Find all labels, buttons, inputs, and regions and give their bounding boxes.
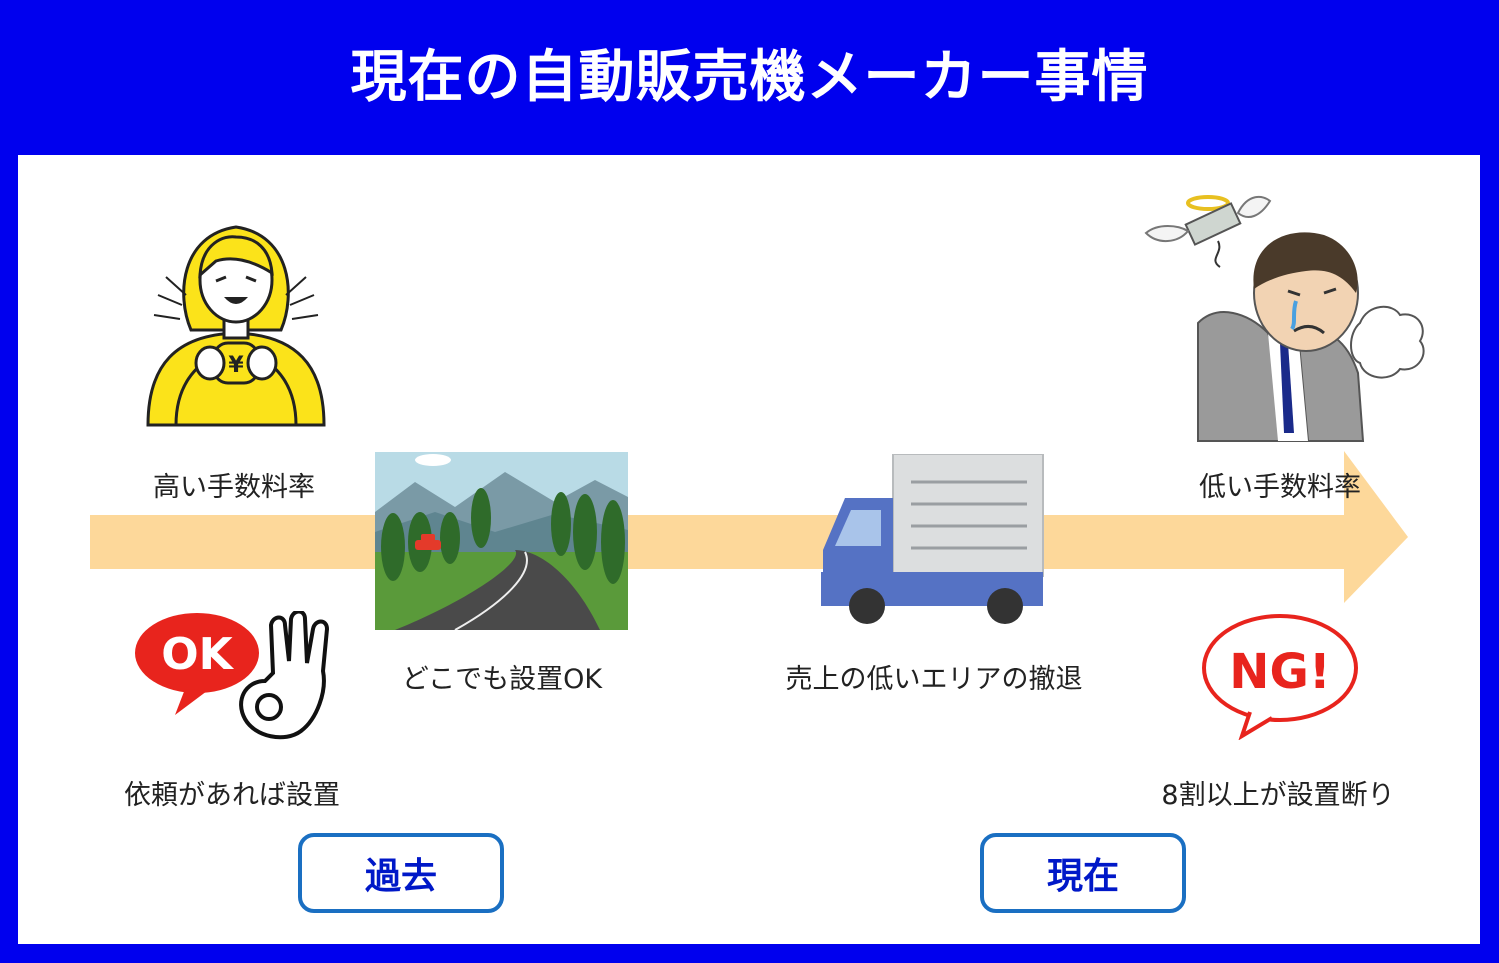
svg-text:NG!: NG! [1229,644,1330,700]
label-withdraw-low-sales: 売上の低いエリアの撤退 [785,664,1083,695]
ok-hand-icon: OK [135,611,330,740]
page-title: 現在の自動販売機メーカー事情 [350,45,1149,110]
present-button[interactable]: 現在 [980,833,1186,913]
svg-text:OK: OK [161,629,234,680]
flying-money-icon [1144,195,1272,268]
past-button[interactable]: 過去 [298,833,504,913]
woman-happy-icon: ¥ [146,225,326,427]
sad-man-icon [1144,195,1425,442]
road-landscape-icon [375,452,628,630]
label-high-commission: 高い手数料率 [153,472,315,503]
content-panel: ¥ 高い手数料率 OK 依頼があれば設置 [18,155,1480,944]
svg-text:¥: ¥ [228,353,244,378]
label-low-commission: 低い手数料率 [1199,472,1361,503]
label-install-on-request: 依頼があれば設置 [124,780,340,811]
truck-icon [821,454,1044,624]
ng-bubble-icon: NG! [1202,614,1358,740]
label-80pct-rejected: 8割以上が設置断り [1161,780,1395,811]
label-install-anywhere: どこでも設置OK [401,664,603,695]
header: 現在の自動販売機メーカー事情 [0,0,1499,155]
